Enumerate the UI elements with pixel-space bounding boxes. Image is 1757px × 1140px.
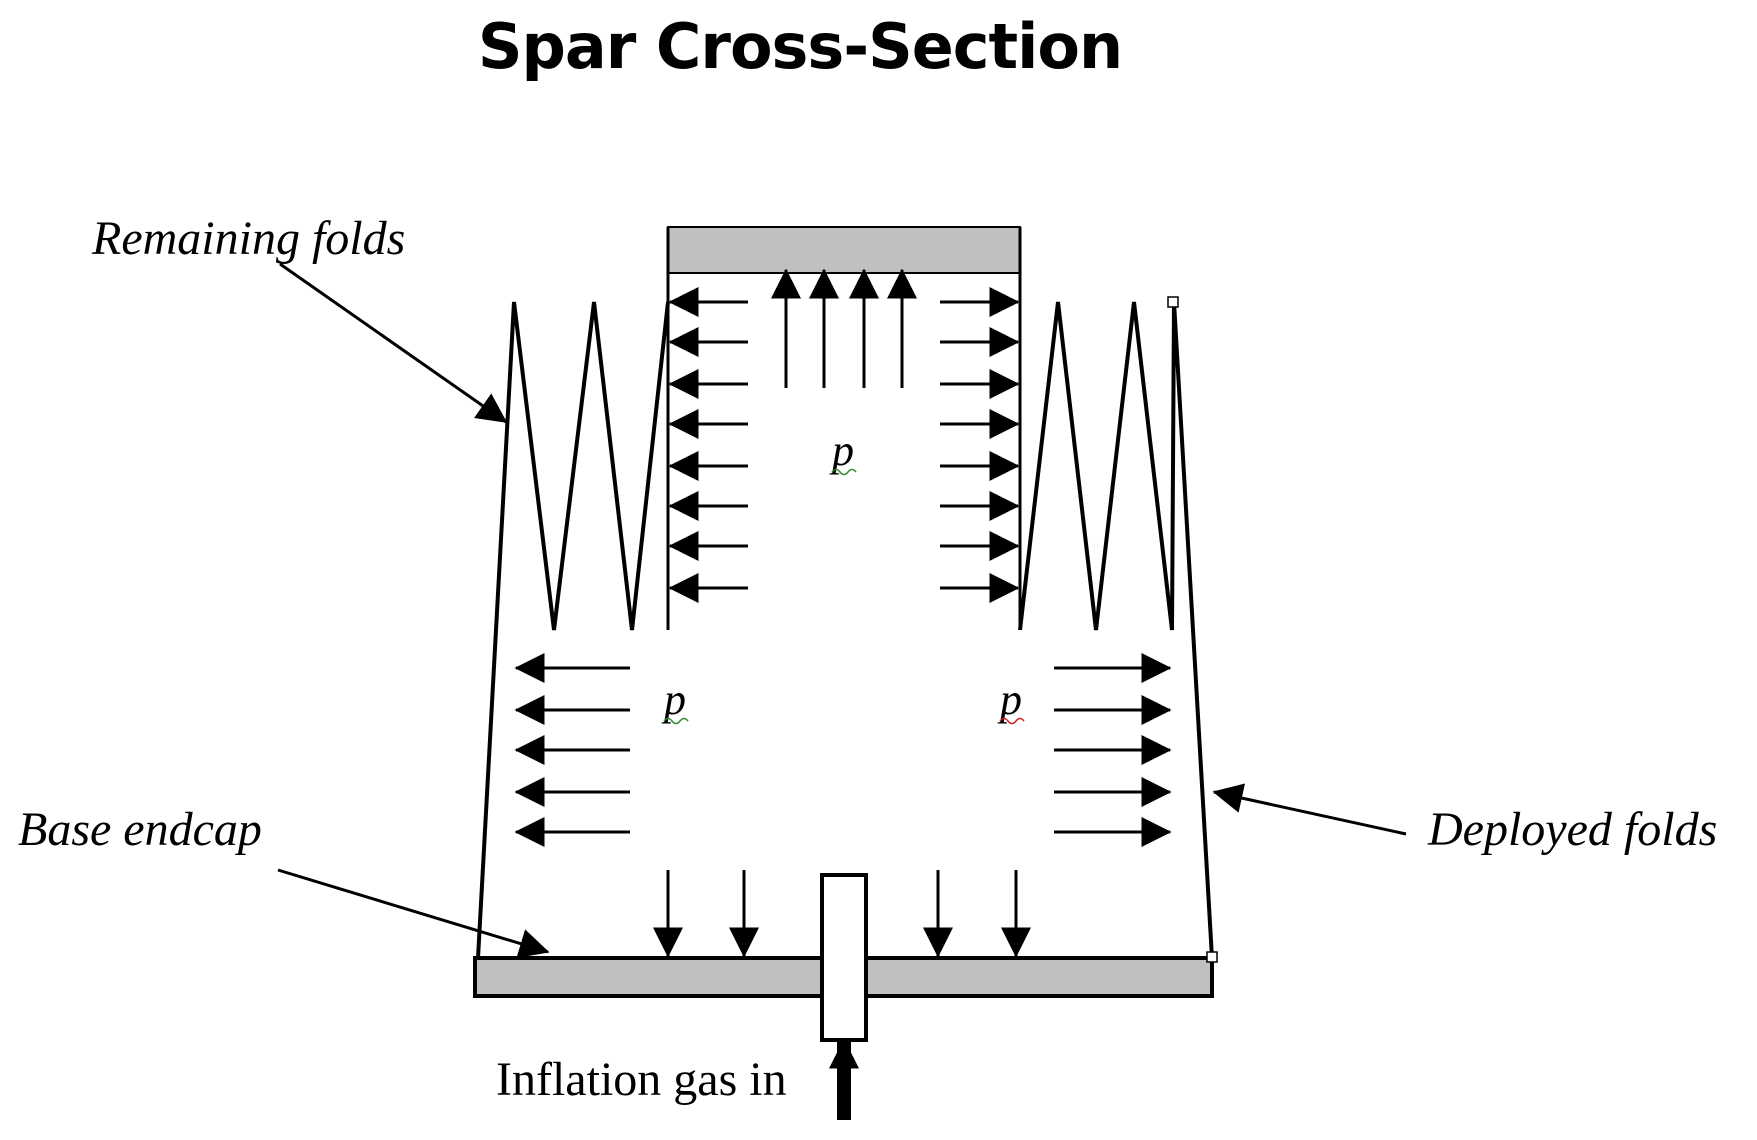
inflation-gas-label: Inflation gas in <box>496 1053 787 1106</box>
base-endcap-leader <box>277 868 550 959</box>
deployed-folds-leader <box>1212 783 1407 836</box>
left-remaining-folds <box>476 301 670 959</box>
inner-left-pressure-arrows <box>668 287 748 603</box>
fold-corner-handle-bottom <box>1206 951 1218 963</box>
inflation-inlet-pipe <box>820 873 868 1042</box>
pressure-squiggle-top <box>831 468 857 476</box>
pressure-label-left: p <box>661 675 686 724</box>
remaining-folds-leader <box>279 262 508 424</box>
right-remaining-folds <box>1018 301 1214 959</box>
base-endcap-label: Base endcap <box>18 803 262 856</box>
page-title: Spar Cross-Section <box>477 10 1123 83</box>
base-pressure-arrows <box>653 870 1031 958</box>
top-endcap <box>667 226 1021 274</box>
deployed-folds-label: Deployed folds <box>1427 803 1717 856</box>
top-pressure-arrows <box>771 268 917 388</box>
pressure-squiggle-right <box>999 717 1025 725</box>
pressure-label-right: p <box>997 675 1022 724</box>
outer-right-pressure-arrows <box>1054 653 1172 847</box>
remaining-folds-label: Remaining folds <box>91 212 405 265</box>
fold-corner-handle-top <box>1167 296 1179 308</box>
outer-left-pressure-arrows <box>514 653 630 847</box>
inner-right-pressure-arrows <box>940 287 1020 603</box>
pressure-label-top: p <box>829 426 854 475</box>
pressure-squiggle-left <box>663 717 689 725</box>
